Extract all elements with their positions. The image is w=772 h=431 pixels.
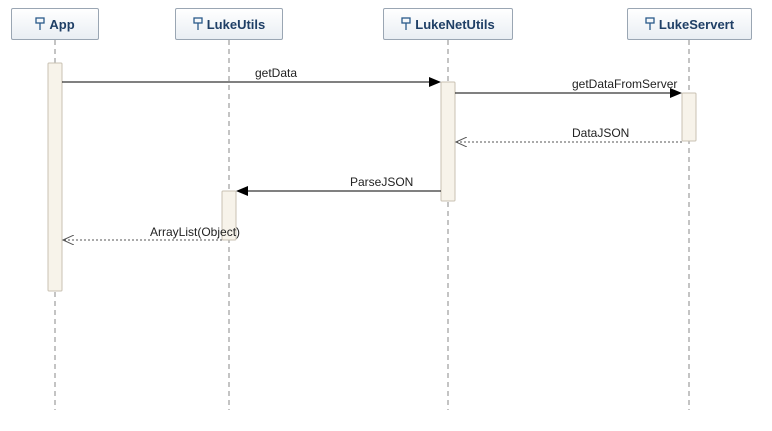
lifeline-name: LukeNetUtils (415, 16, 495, 32)
activation-lukeservert (681, 92, 697, 142)
message-label-datajson: DataJSON (572, 126, 629, 140)
lifeline-name: LukeServert (658, 16, 735, 32)
message-label-getdatafromserver: getDataFromServer (572, 77, 677, 91)
lifeline-icon (35, 17, 46, 30)
lifeline-icon (401, 17, 411, 30)
lifeline-icon (645, 17, 655, 30)
lifeline-header-lukeutils: LukeUtils (175, 8, 283, 40)
lifeline-header-lukeservert: LukeServert (627, 8, 752, 40)
activation-lukenetutils (440, 81, 456, 202)
activation-app (47, 62, 63, 292)
lifeline-name: LukeUtils (206, 16, 266, 32)
lifeline-header-app: App (11, 8, 99, 40)
lifeline-name: App (49, 16, 75, 32)
message-label-getdata: getData (255, 66, 297, 80)
lifeline-header-lukenetutils: LukeNetUtils (383, 8, 513, 40)
message-label-parsejson: ParseJSON (350, 175, 413, 189)
message-label-arraylist: ArrayList(Object) (150, 225, 240, 239)
activation-lukeutils (221, 190, 237, 241)
lifeline-icon (193, 17, 203, 30)
